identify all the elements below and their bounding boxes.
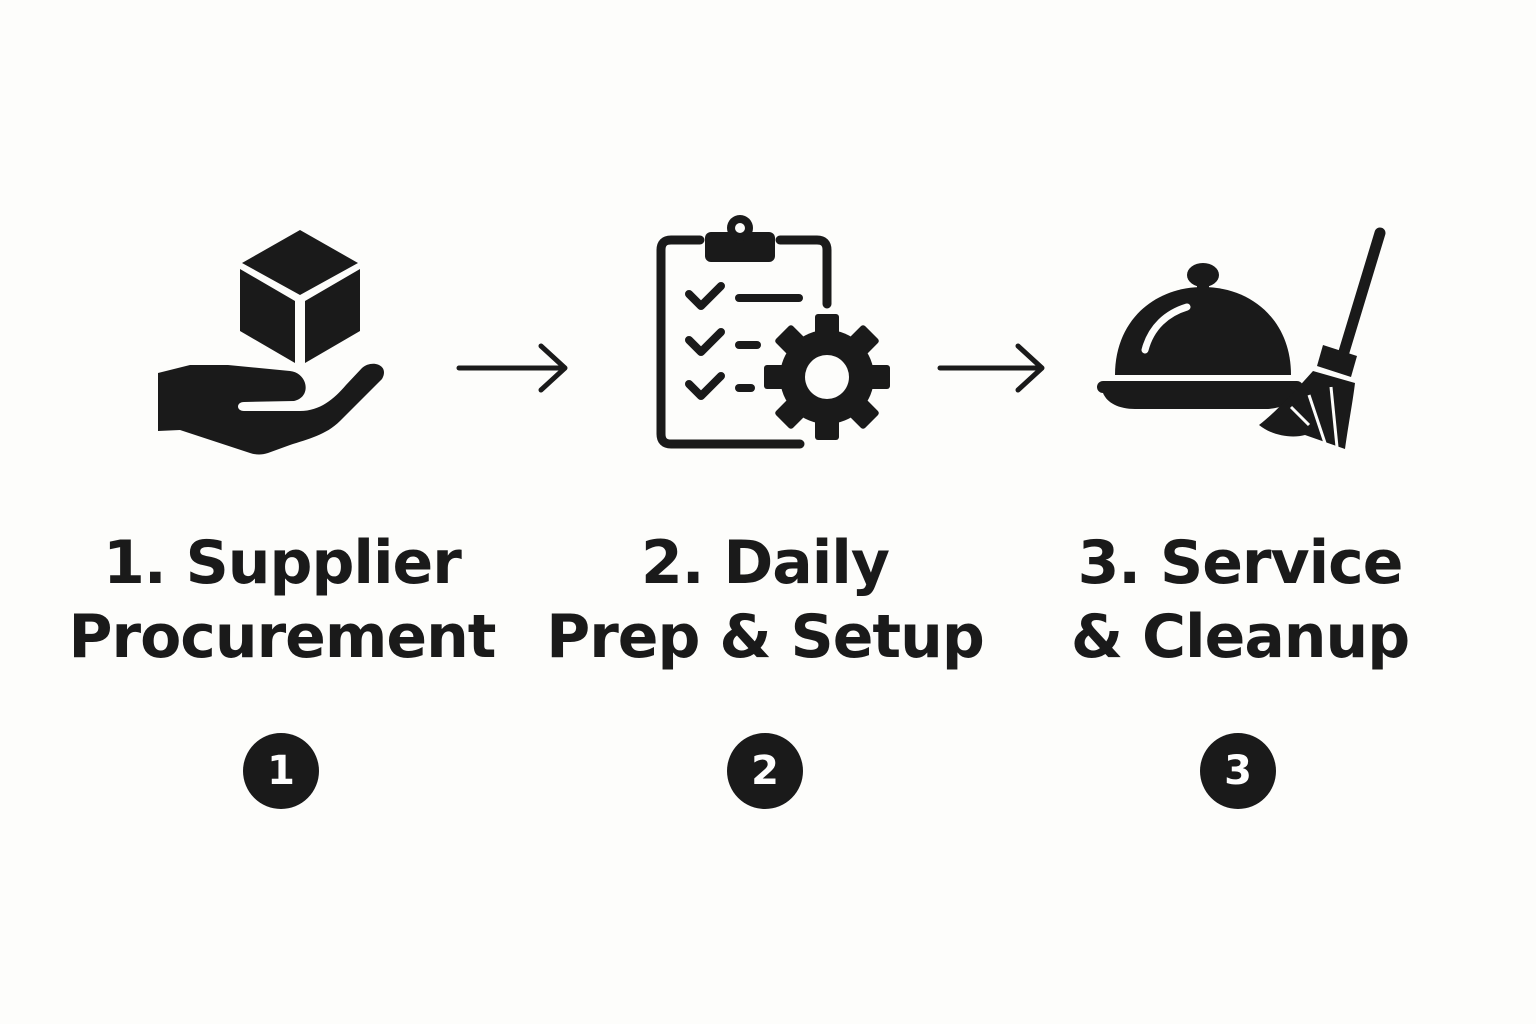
step-title-supplier-procurement: 1. Supplier Procurement <box>42 526 522 674</box>
step-title-service-cleanup: 3. Service & Cleanup <box>1000 526 1480 674</box>
arrow-right-icon <box>455 340 571 401</box>
hand-holding-box-icon <box>150 225 390 460</box>
arrow-right-icon <box>936 340 1048 401</box>
step-title-line: 1. Supplier <box>103 528 462 598</box>
step-number-badge: 1 <box>243 733 319 809</box>
step-title-line: & Cleanup <box>1070 602 1410 672</box>
step-title-line: Procurement <box>68 602 497 672</box>
step-title-line: 3. Service <box>1077 528 1404 598</box>
step-title-line: Prep & Setup <box>546 602 985 672</box>
step-number-badge: 2 <box>727 733 803 809</box>
step-title-line: 2. Daily <box>641 528 890 598</box>
cloche-and-broom-icon <box>1095 225 1395 455</box>
clipboard-checklist-gear-icon <box>655 212 900 452</box>
step-title-daily-prep-setup: 2. Daily Prep & Setup <box>525 526 1005 674</box>
step-number-badge: 3 <box>1200 733 1276 809</box>
